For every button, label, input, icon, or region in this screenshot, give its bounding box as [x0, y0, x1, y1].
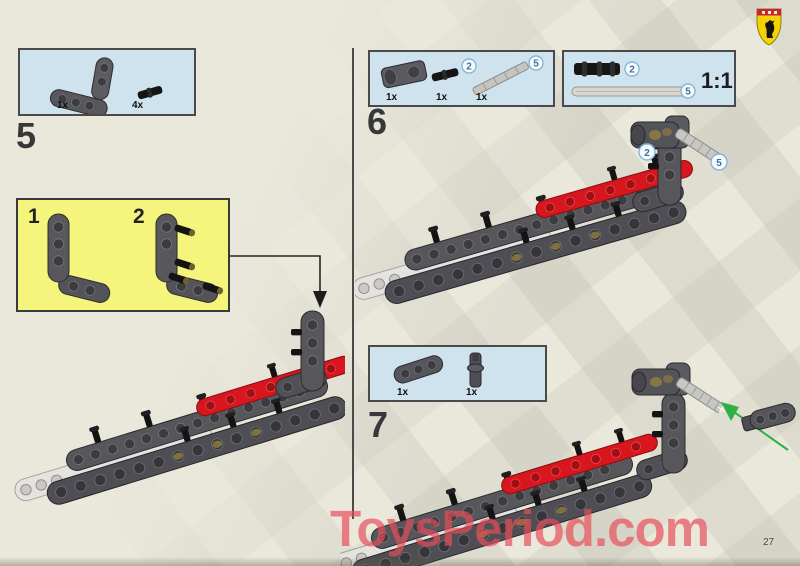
- inset-sub2-number: 2: [133, 205, 145, 228]
- inset-pointer: [230, 255, 327, 308]
- step7-parts-box: 1x 1x: [368, 345, 547, 402]
- axle-part: [472, 61, 529, 96]
- step6-number: 6: [367, 101, 388, 142]
- step5-beam-qty: 1x: [57, 100, 69, 111]
- green-arrow-icon: [721, 402, 739, 421]
- step6-axle-qty: 1x: [476, 92, 488, 103]
- column-divider: [352, 48, 354, 519]
- ferrari-shield-icon: [756, 8, 782, 46]
- callout-circle: [461, 58, 477, 74]
- axle-actual-size: [571, 86, 689, 97]
- connector-pin-part: [467, 352, 484, 388]
- cross-block-part: [380, 60, 428, 89]
- scale-axle-callout: 5: [685, 87, 691, 98]
- black-pin-part: [137, 85, 163, 100]
- black-pin-part: [431, 68, 459, 82]
- step7-number: 7: [368, 404, 389, 445]
- inset-sub2-beam: [155, 213, 224, 303]
- callout-circle: [710, 153, 728, 171]
- inset-art: [47, 213, 224, 303]
- step6-assembly: 2 5: [355, 115, 728, 305]
- step7-block-qty: 1x: [397, 387, 409, 398]
- inset-sub1-beam: [47, 213, 111, 303]
- step6-pin-callout: 2: [466, 62, 472, 73]
- inset-sub2-pins: [168, 224, 224, 295]
- scale-1to1-box: 2 5 1:1: [562, 50, 736, 107]
- step5-parts-box: 1x 4x: [18, 48, 196, 116]
- step7-pin-qty: 1x: [466, 387, 478, 398]
- scale-pin-callout: 2: [629, 65, 635, 76]
- callout-circle: [624, 61, 640, 77]
- step5-number: 5: [16, 115, 37, 156]
- step6-pin-qty: 1x: [436, 92, 448, 103]
- step6-asm-axle-callout: 5: [716, 158, 722, 169]
- step6-asm-pin-callout: 2: [644, 148, 650, 159]
- scale-label: 1:1: [701, 68, 733, 93]
- page-number: 27: [763, 537, 775, 548]
- step6-axle-callout: 5: [533, 59, 539, 70]
- pin-actual-size: [574, 61, 620, 77]
- callout-circle: [680, 83, 696, 99]
- step7-parts-art: 1x 1x: [393, 352, 484, 398]
- step5-assembly: [0, 310, 345, 517]
- step5-inset-box: [16, 198, 230, 312]
- three-hole-block-part: [393, 355, 444, 384]
- scale-box-art: 2 5 1:1: [571, 61, 733, 99]
- callout-circle: [638, 143, 656, 161]
- step6-parts-box: 1x 1x 2 1x 5: [368, 50, 555, 107]
- down-arrow-icon: [313, 291, 327, 308]
- step6-block-qty: 1x: [386, 92, 398, 103]
- step5-pin-qty: 4x: [132, 100, 144, 111]
- step7-assembly: [340, 362, 798, 566]
- angular-beam-part: [49, 57, 114, 114]
- step5-parts-art: 1x 4x: [49, 57, 163, 114]
- inset-sub1-number: 1: [28, 205, 40, 228]
- step6-parts-art: 1x 1x 2 1x 5: [380, 55, 544, 103]
- callout-circle: [528, 55, 544, 71]
- watermark: ToysPeriod.com: [330, 500, 710, 557]
- page-edge-shadow: [0, 557, 800, 566]
